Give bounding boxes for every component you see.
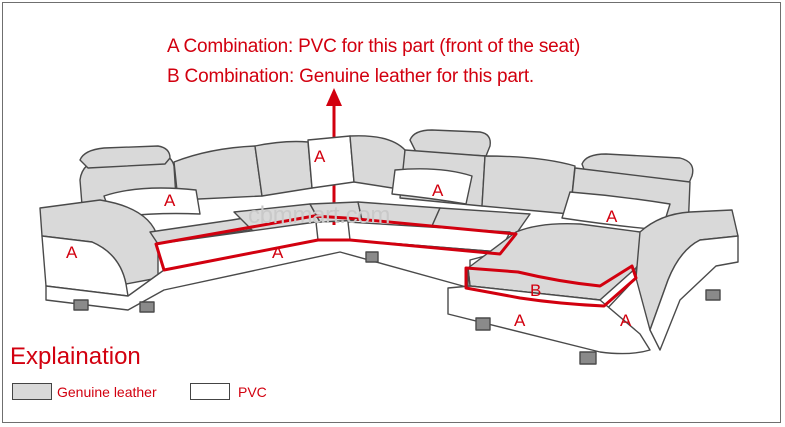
back-cushion-3 [254, 140, 313, 197]
pvc-swatch [190, 383, 230, 400]
combination-a-text: A Combination: PVC for this part (front … [167, 36, 581, 57]
label-a-front-seat: A [272, 243, 284, 262]
label-a-pillow-right: A [606, 207, 618, 226]
left-arm-front [41, 235, 129, 297]
explanation-title: Explaination [10, 343, 141, 370]
chaise-base [447, 285, 651, 355]
headrest-right-1 [409, 129, 491, 157]
leg-1 [73, 299, 89, 311]
back-cushion-right-3 [481, 155, 576, 215]
legend-label-genuine-leather: Genuine leather [57, 384, 157, 400]
front-seat-highlight [154, 214, 518, 272]
pillow-middle [391, 168, 473, 205]
leg-4 [475, 317, 491, 331]
legend-label-pvc: PVC [238, 384, 267, 400]
leg-5 [579, 351, 597, 365]
chaise-edge-highlight [464, 264, 638, 308]
headrest-left [79, 145, 171, 169]
label-a-chaise-base: A [514, 311, 526, 330]
label-a-pillow-middle: A [432, 181, 444, 200]
leather-swatch [12, 383, 52, 400]
image-frame [2, 2, 781, 423]
label-b-chaise: B [530, 281, 541, 300]
leg-2 [139, 301, 155, 313]
combination-b-text: B Combination: Genuine leather for this … [167, 66, 534, 87]
leg-6 [705, 289, 721, 301]
label-a-back-corner: A [314, 147, 326, 166]
label-a-right-arm: A [620, 311, 632, 330]
right-arm-front [649, 235, 739, 351]
label-a-left-arm: A [66, 243, 78, 262]
label-a-pillow-left: A [164, 191, 176, 210]
leg-3 [365, 251, 379, 263]
watermark-text: cbmmart.com [248, 202, 391, 229]
